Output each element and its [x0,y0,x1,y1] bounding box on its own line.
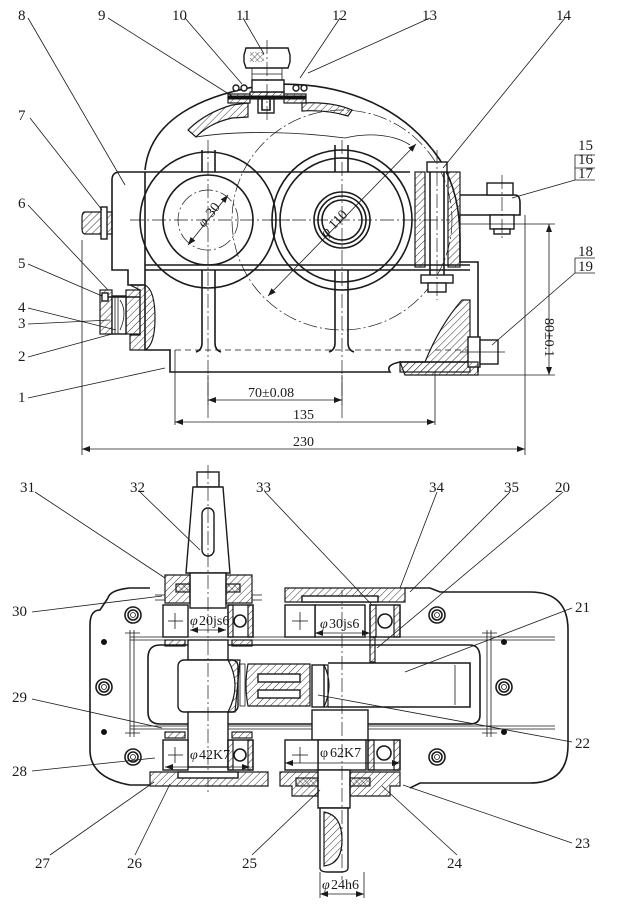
part-label-15: 15 [578,138,593,154]
part-label-14: 14 [556,8,572,24]
dim-phi20js6: 20js6 [199,614,229,629]
body-left-flange [111,180,145,286]
part-label-3: 3 [18,316,26,332]
input-shaft [177,465,239,795]
bolt-7 [81,206,113,240]
bolt-15-17 [460,175,521,240]
dim-width-135: 135 [293,408,314,423]
output-shaft [311,590,369,880]
part-label-1: 1 [18,390,26,406]
dim-phi30js6-prefix: φ [320,617,328,632]
dim-center-distance: 70±0.08 [248,386,294,401]
dim-height-80: 80±0.1 [541,318,556,357]
part-label-4: 4 [18,300,26,316]
part-label-17: 17 [578,166,594,182]
bolt-holes [95,606,513,766]
part-label-18: 18 [578,244,593,260]
dim-phi30js6: 30js6 [329,617,359,632]
part-label-6: 6 [18,196,26,212]
dim-phi62K7: 62K7 [330,746,361,761]
bolt-14 [414,150,461,300]
gear-hub-section [245,663,311,707]
part-label-34: 34 [429,480,445,496]
base-plate-left [89,597,150,786]
dim-phi62K7-prefix: φ [320,746,328,761]
part-label-21: 21 [575,600,590,616]
part-label-9: 9 [98,8,106,24]
part-label-20: 20 [555,480,570,496]
dim-phi42K7: 42K7 [199,748,230,763]
dim-phi110: 110 [326,208,351,233]
vent-plug [227,40,308,120]
part-label-28: 28 [12,764,27,780]
front-leaders [27,17,595,399]
oil-gauge [99,284,156,351]
dim-phi42K7-prefix: φ [190,748,198,763]
front-view: φ 30 φ 110 [81,40,556,455]
part-label-12: 12 [332,8,347,24]
part-label-13: 13 [422,8,437,24]
part-label-2: 2 [18,349,26,365]
top-view: φ 20js6 φ 42K7 [89,465,569,898]
part-label-19: 19 [578,259,593,275]
part-label-16: 16 [578,152,594,168]
part-label-7: 7 [18,108,26,124]
part-label-30: 30 [12,604,27,620]
dim-overall-230: 230 [293,435,314,450]
part-label-24: 24 [447,856,463,872]
dim-phi30: 30 [203,200,223,220]
cover-section [187,102,249,138]
part-label-29: 29 [12,690,27,706]
part-label-22: 22 [575,736,590,752]
part-label-31: 31 [20,480,35,496]
part-label-33: 33 [256,480,271,496]
part-label-25: 25 [242,856,257,872]
dim-phi20js6-prefix: φ [190,614,198,629]
dim-phi24h6: 24h6 [331,878,359,893]
part-label-5: 5 [18,256,26,272]
dim-phi24h6-prefix: φ [322,878,330,893]
part-label-27: 27 [35,856,51,872]
part-label-10: 10 [172,8,187,24]
top-leaders [31,491,573,856]
part-label-26: 26 [127,856,143,872]
part-label-23: 23 [575,836,590,852]
part-label-35: 35 [504,480,519,496]
part-label-8: 8 [18,8,26,24]
bolt-18-19 [460,336,505,368]
part-label-11: 11 [236,8,250,24]
part-label-32: 32 [130,480,145,496]
